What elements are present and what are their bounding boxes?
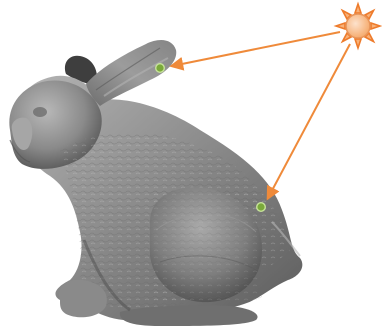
light-ray-to-hip [268, 44, 350, 198]
bunny-eye [33, 107, 47, 117]
bunny-model [9, 40, 302, 326]
point-marker-icon [256, 202, 266, 212]
bunny-front-ear [86, 40, 176, 106]
bunny-hind-foot [120, 305, 258, 326]
sun-icon [336, 4, 380, 48]
point-marker-icon [155, 63, 165, 73]
light-ray-to-ear [172, 32, 340, 66]
